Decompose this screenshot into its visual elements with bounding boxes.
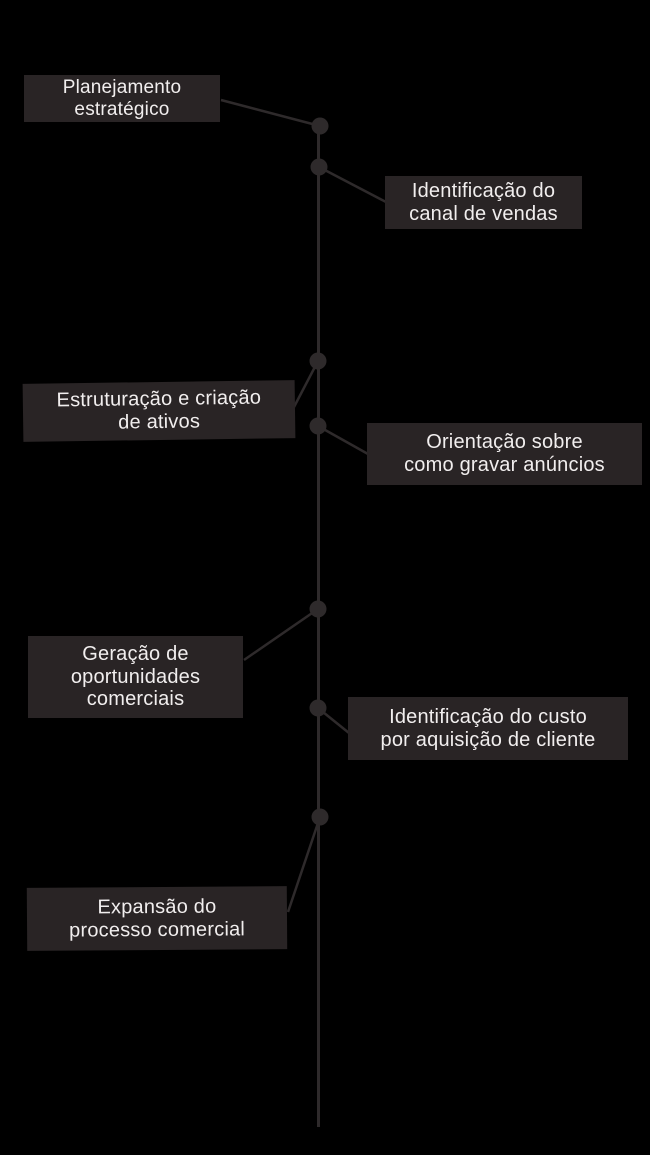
label-box-identificacao-canal-vendas: Identificação do canal de vendas xyxy=(385,176,582,229)
timeline-node-4 xyxy=(309,417,327,435)
label-line: Identificação do xyxy=(411,179,556,202)
label-line: processo comercial xyxy=(69,917,246,942)
label-line: de ativos xyxy=(118,410,201,434)
timeline-node-3 xyxy=(309,352,327,370)
label-box-planejamento-estrategico: Planejamento estratégico xyxy=(24,75,220,122)
timeline-node-2 xyxy=(310,158,328,176)
connector-geracao xyxy=(243,607,319,662)
label-box-orientacao-gravar-anuncios: Orientação sobre como gravar anúncios xyxy=(367,423,642,485)
label-line: por aquisição de cliente xyxy=(380,728,596,751)
label-line: comerciais xyxy=(86,688,185,711)
label-line: Orientação sobre xyxy=(426,431,583,454)
connector-estruturacao xyxy=(292,360,320,408)
label-line: Planejamento xyxy=(62,76,182,98)
timeline-node-1 xyxy=(311,117,329,135)
timeline-node-7 xyxy=(311,808,329,826)
label-line: Expansão do xyxy=(97,895,217,919)
label-box-expansao-processo-comercial: Expansão do processo comercial xyxy=(26,886,288,951)
label-box-custo-aquisicao-cliente: Identificação do custo por aquisição de … xyxy=(348,697,628,760)
label-line: Estruturação e criação xyxy=(56,386,262,412)
label-box-geracao-oportunidades: Geração de oportunidades comerciais xyxy=(28,636,243,718)
label-line: como gravar anúncios xyxy=(404,454,605,476)
connector-orientacao xyxy=(317,424,369,456)
connector-expansao xyxy=(286,816,322,913)
label-line: canal de vendas xyxy=(409,202,558,225)
label-line: Geração de xyxy=(82,642,189,665)
connector-planejamento xyxy=(220,98,321,128)
timeline-node-6 xyxy=(309,699,327,717)
connector-canal-de-vendas xyxy=(318,165,387,204)
label-box-estruturacao-criacao-ativos: Estruturação e criação de ativos xyxy=(22,380,296,442)
label-line: Identificação do custo xyxy=(389,705,587,728)
timeline-node-5 xyxy=(309,600,327,618)
label-line: estratégico xyxy=(74,98,170,120)
label-line: oportunidades xyxy=(70,665,201,688)
